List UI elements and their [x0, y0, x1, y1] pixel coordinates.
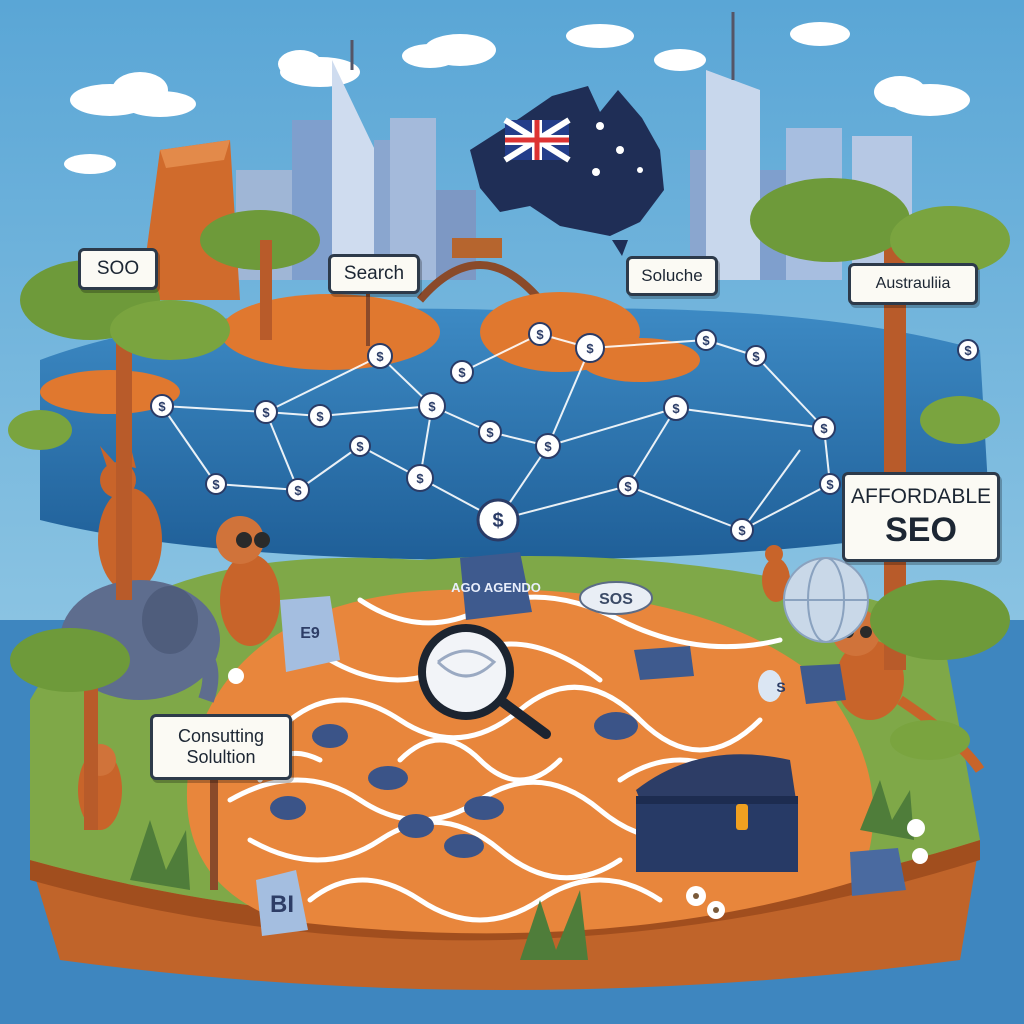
- dollar-node-icon: [695, 329, 717, 351]
- sign-affordable-line2: SEO: [885, 510, 957, 549]
- s-stone-label: S: [776, 679, 785, 695]
- dollar-node-icon: [819, 473, 841, 495]
- agenda-stone-label: AGO AGENDO: [451, 580, 541, 595]
- shrubs: [130, 668, 928, 960]
- dollar-node-icon: [308, 404, 332, 428]
- sign-soo: SOO: [78, 248, 158, 290]
- kangaroo-right: [762, 545, 790, 602]
- node-label: $: [624, 479, 632, 494]
- node-label: $: [212, 477, 220, 492]
- sign-search-text: Search: [343, 263, 405, 284]
- sign-australia-text: Austrauliia: [875, 275, 951, 292]
- dollar-node-icon: [205, 473, 227, 495]
- node-label: $: [376, 349, 384, 364]
- dollar-node-icon: [535, 433, 561, 459]
- dollar-node-icon: [406, 464, 434, 492]
- node-label: $: [356, 439, 364, 454]
- right-stone: [850, 848, 906, 896]
- node-label: $: [486, 425, 494, 440]
- sign-solution-text: Soluche: [641, 266, 703, 285]
- dollar-node-icon: [286, 478, 310, 502]
- seo-stone-label: SOS: [599, 591, 633, 608]
- dollar-node-icon: [812, 416, 836, 440]
- dollar-node-labels: $ $ $ $ $ $ $ $ $ $ $ $ $ $ $ $ $ $ $ $ …: [158, 327, 972, 538]
- node-label: $: [544, 439, 552, 454]
- node-label: $: [158, 399, 166, 414]
- node-label: $: [826, 477, 834, 492]
- dollar-node-icon: [730, 518, 754, 542]
- dollar-node-icon: [367, 343, 393, 369]
- treasure-chest-icon: [636, 754, 798, 872]
- node-label: $: [536, 327, 544, 342]
- australia-map: [470, 86, 664, 256]
- dollar-node-icon: [528, 322, 552, 346]
- dollar-node-icon: [663, 395, 689, 421]
- stones: [256, 552, 906, 936]
- sign-search: Search: [328, 254, 420, 294]
- dollar-node-icon: [957, 339, 979, 361]
- dollar-node-icon: [476, 498, 520, 542]
- node-label: $: [428, 399, 436, 414]
- node-label: $: [738, 523, 746, 538]
- dollar-nodes: [150, 322, 979, 542]
- left-stone: [280, 596, 340, 672]
- node-label: $: [294, 483, 302, 498]
- magnifying-glass-icon: [418, 624, 551, 739]
- sign-consulting-line2: Solultion: [186, 747, 256, 767]
- node-label: $: [416, 471, 424, 486]
- dollar-node-icon: [418, 392, 446, 420]
- sign-solution: Soluche: [626, 256, 718, 296]
- dollar-node-icon: [478, 420, 502, 444]
- left-stone-label: E9: [300, 625, 320, 642]
- sign-soo-text: SOO: [96, 258, 140, 279]
- dollar-node-icon: [150, 394, 174, 418]
- maze-badges: [270, 712, 638, 858]
- node-label: $: [586, 341, 594, 356]
- dollar-node-icon: [450, 360, 474, 384]
- node-label: $: [752, 349, 760, 364]
- node-label: $: [458, 365, 466, 380]
- b-stone-label: BI: [270, 891, 294, 918]
- sign-consulting-solution: Consutting Solultion: [150, 714, 292, 780]
- sign-affordable-seo: AFFORDABLE SEO: [842, 472, 1000, 562]
- lagoon: [40, 308, 990, 560]
- node-label: $: [262, 405, 270, 420]
- dollar-node-icon: [617, 475, 639, 497]
- dollar-node-icon: [745, 345, 767, 367]
- seo-cloud-stone: [579, 581, 653, 615]
- dollar-node-icon: [254, 400, 278, 424]
- b-stone: [256, 870, 308, 936]
- koala-binoculars: [216, 516, 280, 646]
- stone-labels: SOS AGO AGENDO BI S E9: [270, 580, 786, 918]
- rock-formation: [140, 140, 240, 300]
- node-label: $: [964, 343, 972, 358]
- sign-australia: Austrauliia: [848, 263, 978, 305]
- node-label: $: [672, 401, 680, 416]
- node-label: $: [492, 510, 503, 532]
- node-label: $: [702, 333, 710, 348]
- dollar-node-icon: [349, 435, 371, 457]
- sign-posts: [210, 286, 370, 890]
- dollar-node-icon: [575, 333, 605, 363]
- small-stone: [634, 646, 694, 680]
- agenda-stone: [460, 552, 532, 620]
- node-label: $: [316, 409, 324, 424]
- trees: [8, 178, 1010, 830]
- globe-dome: [783, 557, 869, 643]
- node-label: $: [820, 421, 828, 436]
- sign-affordable-line1: AFFORDABLE: [850, 484, 992, 508]
- bridge: [416, 261, 544, 303]
- sign-consulting-line1: Consutting: [177, 726, 265, 747]
